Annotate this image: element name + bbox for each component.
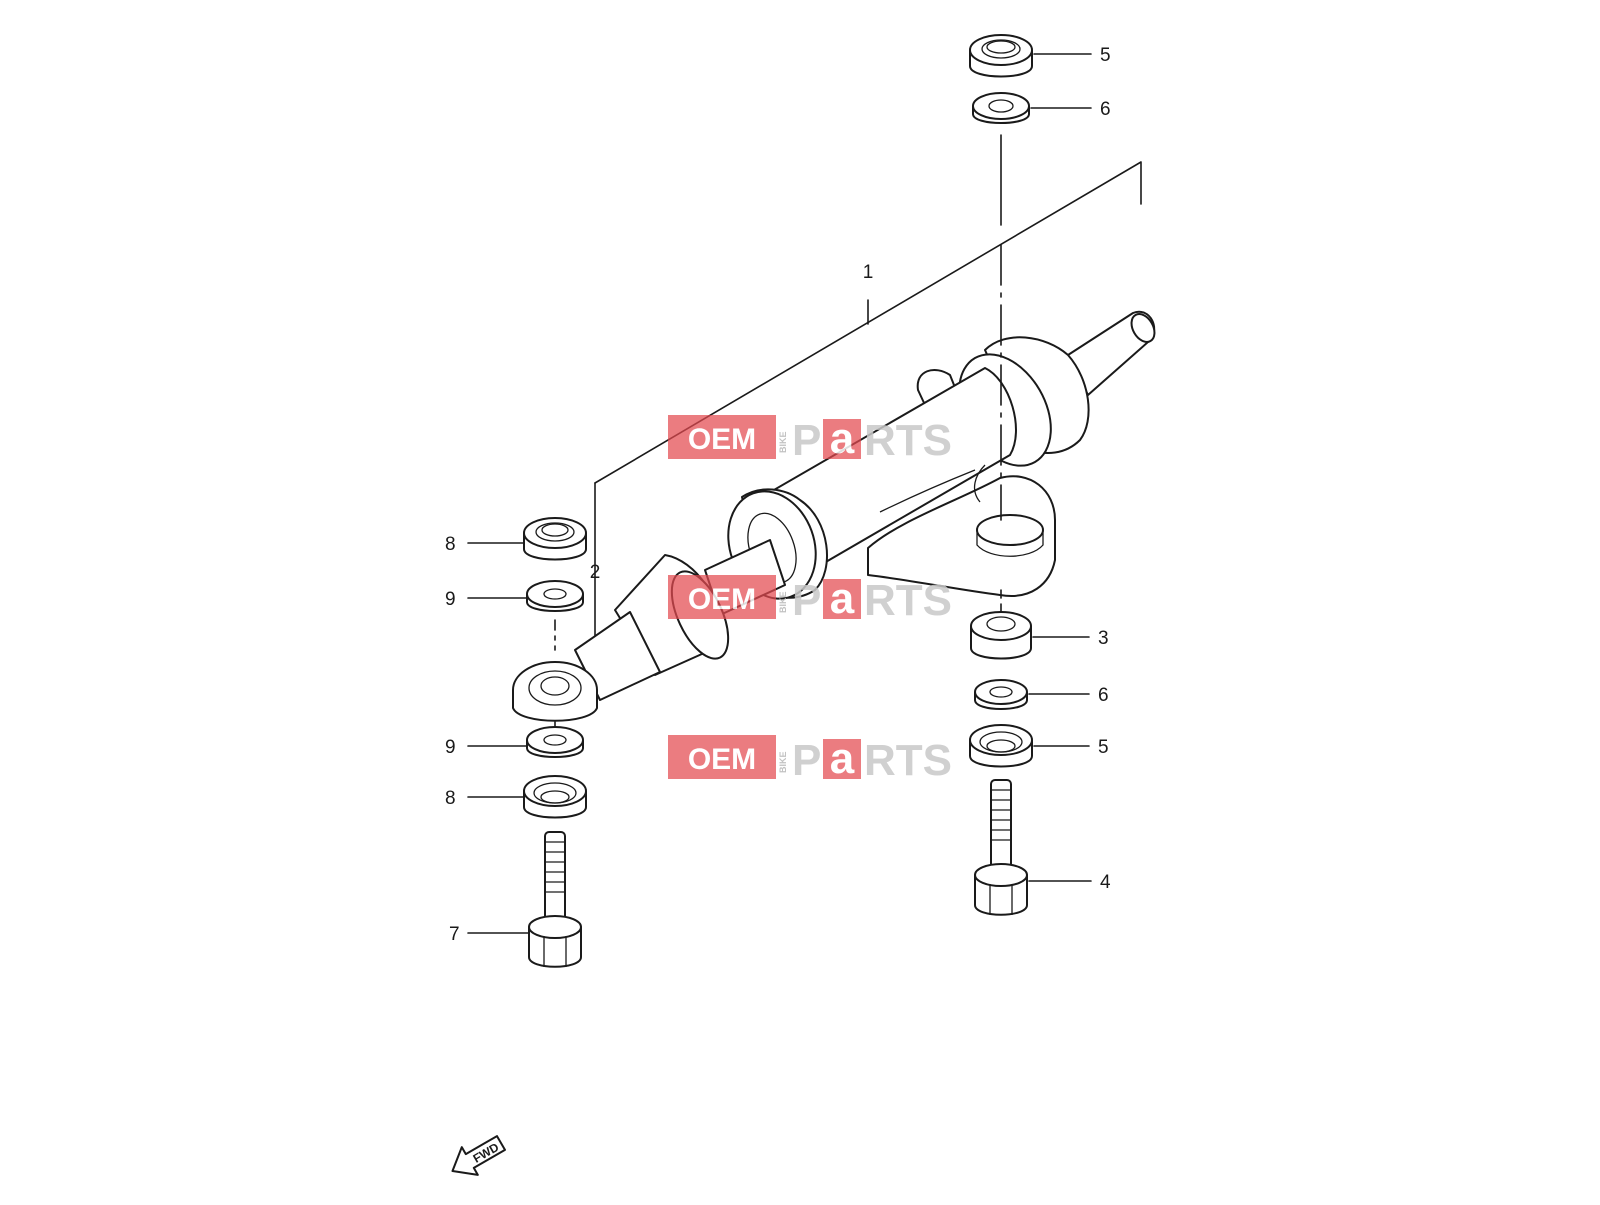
callout-1: 1 [863,262,874,283]
svg-text:a: a [830,734,855,783]
bolt-right [974,779,1028,916]
steering-damper [512,310,1156,722]
watermark: OEM BIKE P a RTS OEM BIKE P a RTS OEM BI… [668,414,952,785]
washer-top-left [526,580,584,612]
assembly-bracket [594,161,1142,651]
svg-text:RTS: RTS [864,736,952,785]
washer-bottom-right [974,679,1028,710]
watermark-1: OEM BIKE P a RTS [668,414,952,465]
callout-7: 7 [449,924,460,945]
callout-2: 2 [590,562,601,583]
watermark-3: OEM BIKE P a RTS [668,734,952,785]
callout-8-bottom: 8 [445,788,456,809]
callout-9-top: 9 [445,589,456,610]
damper-bushing-bottom-left [523,775,587,819]
svg-text:OEM: OEM [688,423,756,456]
svg-text:BIKE: BIKE [778,591,788,613]
damper-bushing-top-right [969,34,1033,78]
callout-labels: 1 2 3 4 5 5 6 6 7 8 8 9 9 [445,45,1111,945]
svg-text:RTS: RTS [864,576,952,625]
callout-5-bottom: 5 [1098,737,1109,758]
washer-top-right [972,92,1030,124]
collar-right [970,611,1032,660]
svg-text:P: P [792,416,821,465]
washer-bottom-left [526,726,584,758]
bolt-left [528,831,582,968]
svg-text:BIKE: BIKE [778,751,788,773]
forward-direction-arrow: FWD [451,1135,506,1176]
svg-text:OEM: OEM [688,583,756,616]
callout-5-top: 5 [1100,45,1111,66]
svg-text:RTS: RTS [864,416,952,465]
damper-bushing-top-left [523,517,587,561]
callout-4: 4 [1100,872,1111,893]
svg-text:a: a [830,574,855,623]
watermark-2: OEM BIKE P a RTS [668,574,952,625]
callout-8-top: 8 [445,534,456,555]
svg-text:a: a [830,414,855,463]
leader-lines [467,53,1092,934]
damper-bushing-bottom-right [969,724,1033,768]
callout-6-top: 6 [1100,99,1111,120]
svg-text:BIKE: BIKE [778,431,788,453]
callout-9-bottom: 9 [445,737,456,758]
callout-6-bottom: 6 [1098,685,1109,706]
svg-text:P: P [792,576,821,625]
callout-3: 3 [1098,628,1109,649]
svg-text:P: P [792,736,821,785]
svg-text:OEM: OEM [688,743,756,776]
